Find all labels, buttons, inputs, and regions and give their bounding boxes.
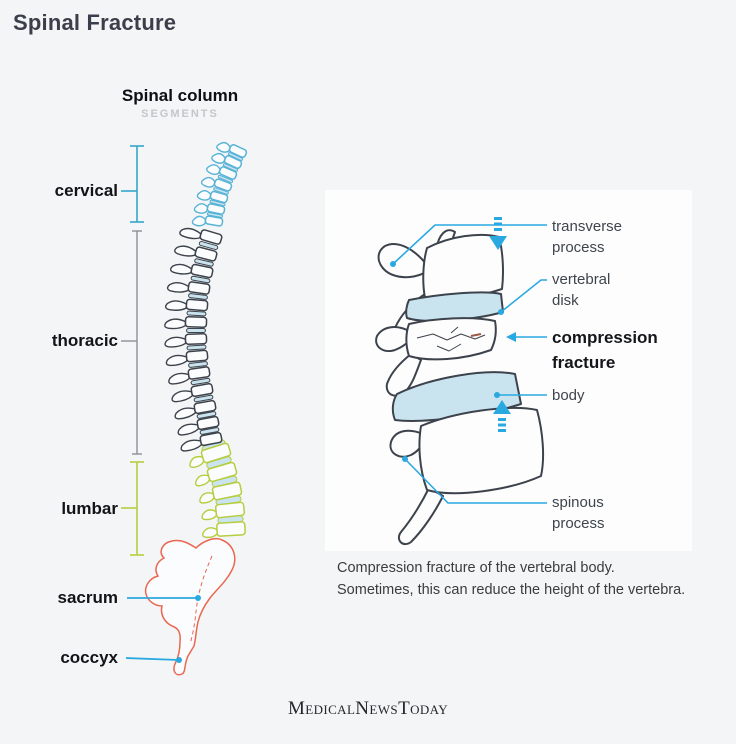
spinal-column-subheading: SEGMENTS — [141, 108, 219, 120]
vertebrae-detail-illustration — [375, 217, 547, 546]
label-vertebral-disk: vertebral disk — [552, 271, 611, 309]
segment-label-thoracic: thoracic — [51, 331, 118, 350]
leader-dots — [390, 261, 516, 462]
page-title: Spinal Fracture — [13, 10, 177, 35]
fracture-pointer-arrow-icon — [506, 332, 516, 342]
leader-lines — [392, 224, 547, 504]
label-compression-fracture: compression fracture — [552, 328, 658, 372]
sacrum-inner-line — [189, 555, 213, 645]
label-transverse-process: transverse process — [552, 218, 623, 256]
figure-caption: Compression fracture of the vertebral bo… — [337, 560, 686, 598]
segment-label-coccyx: coccyx — [60, 648, 118, 667]
segment-label-sacrum: sacrum — [57, 588, 118, 607]
compression-arrow-up-icon — [493, 400, 511, 432]
medical-news-today-logo: MedicalNewsToday — [287, 698, 449, 719]
spinal-column-heading: Spinal column — [121, 86, 239, 105]
segment-label-cervical: cervical — [54, 181, 118, 200]
sacrum-coccyx-shape — [144, 537, 236, 676]
compression-fracture-panel: transverse process vertebral disk compre… — [325, 190, 692, 551]
lumbar-bracket — [121, 461, 144, 556]
label-body: body — [552, 387, 585, 404]
cervical-bracket — [121, 145, 144, 223]
coccyx-leader-line — [125, 657, 182, 663]
vertebrae-drawing — [375, 229, 545, 546]
label-spinous-process: spinous process — [552, 494, 605, 532]
thoracic-bracket — [121, 230, 142, 455]
sacrum-leader-line — [127, 595, 201, 601]
segment-label-lumbar: lumbar — [61, 499, 118, 518]
compression-arrow-down-icon — [489, 217, 507, 250]
